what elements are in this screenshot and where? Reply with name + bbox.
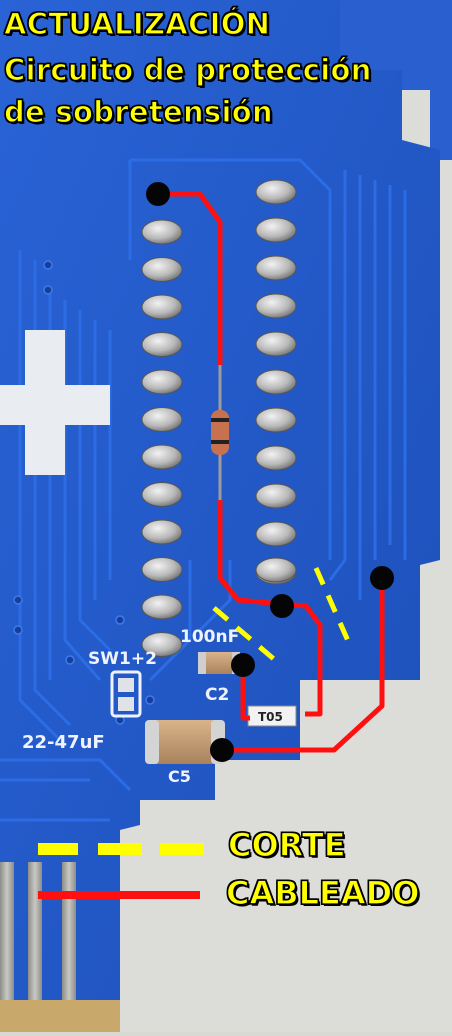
right-header-pad [255, 293, 297, 319]
diode-component [211, 365, 229, 500]
left-header-pad [141, 257, 183, 282]
cut-marks [212, 566, 355, 668]
left-header-pad [141, 594, 183, 620]
left-header-pad [141, 519, 183, 545]
cap-value-label: 100nF [180, 627, 239, 647]
title-line-3: de sobretensión [3, 94, 273, 129]
right-header-pad [255, 179, 297, 205]
legend-wire-label: CABLEADO [225, 873, 420, 912]
wire-endpoints [146, 182, 394, 762]
right-header-pad [255, 331, 297, 357]
right-header-pad [255, 521, 297, 547]
left-header-pads [141, 219, 183, 657]
right-header-pads [255, 179, 297, 585]
title-line-1: ACTUALIZACIÓN [3, 6, 271, 41]
legend-cut-label: CORTE [227, 825, 346, 864]
pcb-vias [13, 260, 155, 725]
left-header-pad [141, 219, 183, 245]
switch-footprint [110, 670, 142, 718]
switch-label: SW1+2 [88, 649, 157, 669]
left-header-pad [141, 369, 183, 395]
right-header-pad [255, 483, 297, 509]
right-header-pad [255, 369, 297, 395]
red-wires [158, 191, 385, 753]
bulk-cap-value-label: 22-47uF [22, 732, 105, 753]
left-header-pad [141, 407, 183, 432]
legend [38, 843, 204, 899]
left-header-pad [141, 557, 183, 582]
cap-ref-label: C2 [205, 685, 229, 705]
right-header-pad [255, 255, 297, 281]
bulk-cap-ref-label: C5 [168, 767, 191, 786]
left-header-pad [141, 444, 183, 470]
left-header-pad [141, 632, 183, 657]
title-line-2: Circuito de protección [3, 52, 372, 87]
right-header-pad [255, 445, 297, 471]
right-header-pad [255, 557, 297, 583]
ic-label: T05 [258, 710, 283, 724]
left-header-pad [141, 294, 183, 320]
right-header-pad [255, 217, 297, 243]
left-header-pad [141, 482, 183, 507]
left-header-pad [141, 332, 183, 357]
silkscreen-cross [0, 330, 110, 475]
right-header-pad [255, 407, 297, 433]
